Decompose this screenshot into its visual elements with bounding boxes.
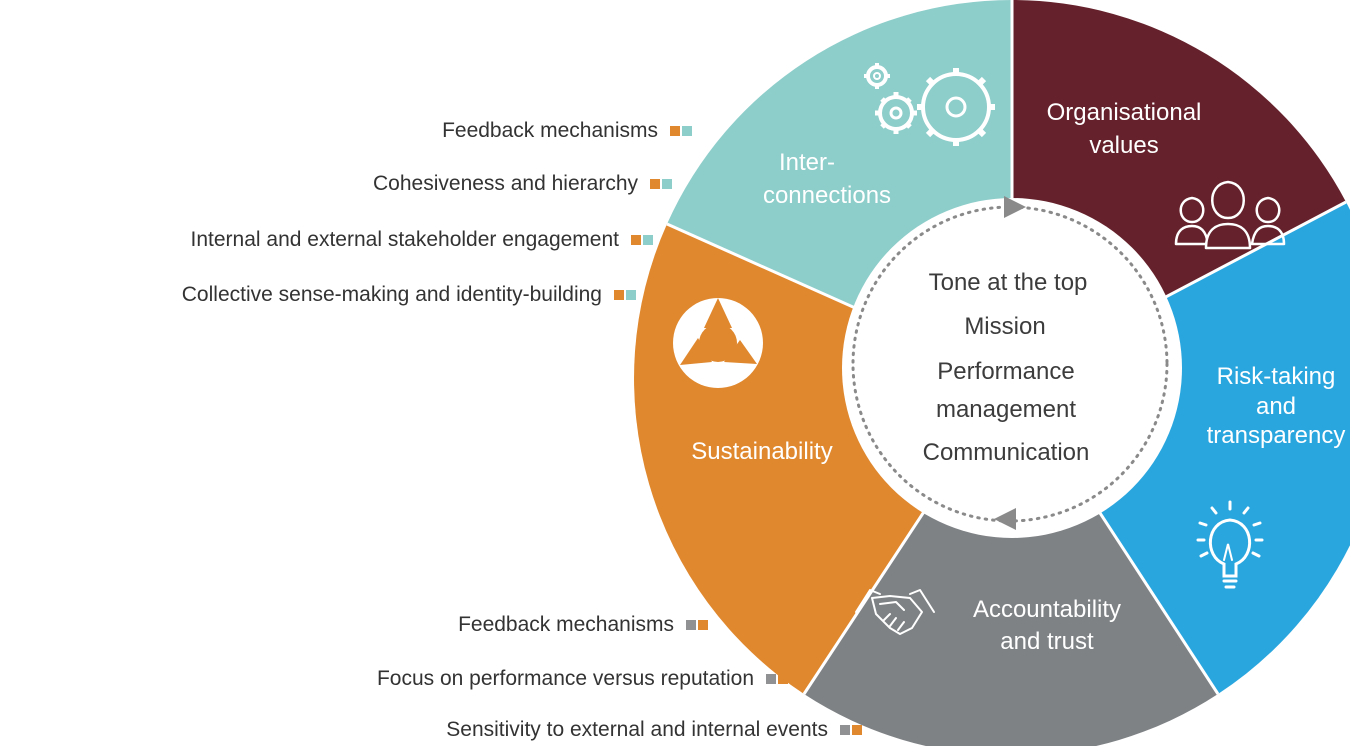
accountability-label-line2: and trust — [1000, 628, 1094, 655]
center-item-mission: Mission — [964, 313, 1045, 340]
gears-icon — [864, 63, 995, 146]
bottom-label-text: Feedback mechanisms — [458, 613, 674, 636]
orange-marker — [778, 673, 788, 684]
orange-marker — [650, 178, 660, 189]
segment-risk-taking — [1012, 202, 1350, 694]
orange-marker — [631, 234, 641, 245]
top-label-cohesiveness: Cohesiveness and hierarchy — [373, 173, 674, 194]
grey-marker — [686, 619, 696, 630]
orange-marker — [852, 724, 862, 735]
bottom-label-focus-performance: Focus on performance versus reputation — [377, 668, 790, 689]
organisational-values-label-line1: Organisational — [1047, 99, 1202, 126]
risk-taking-label-line2: and — [1256, 393, 1296, 420]
teal-marker — [662, 178, 672, 189]
top-label-sense-making: Collective sense-making and identity-bui… — [182, 284, 638, 305]
orange-marker — [698, 619, 708, 630]
people-icon — [1174, 180, 1286, 250]
grey-marker — [766, 673, 776, 684]
center-item-performance: Performance — [937, 358, 1074, 385]
top-label-stakeholder-engagement: Internal and external stakeholder engage… — [191, 229, 655, 250]
risk-taking-label-line1: Risk-taking — [1217, 363, 1336, 390]
bottom-label-feedback-mechanisms: Feedback mechanisms — [458, 614, 710, 635]
grey-marker — [840, 724, 850, 735]
accountability-label-line1: Accountability — [973, 596, 1121, 623]
bottom-label-sensitivity: Sensitivity to external and internal eve… — [446, 719, 864, 740]
top-label-text: Cohesiveness and hierarchy — [373, 172, 638, 195]
cycle-arrows-icon — [673, 298, 763, 388]
bottom-label-text: Focus on performance versus reputation — [376, 667, 754, 690]
cycle-arrow-bottom-icon — [994, 508, 1016, 530]
teal-marker — [682, 125, 692, 136]
handshake-icon — [855, 589, 935, 635]
top-label-feedback-mechanisms: Feedback mechanisms — [442, 120, 694, 141]
center-item-management: management — [936, 396, 1076, 423]
top-label-text: Feedback mechanisms — [442, 119, 658, 142]
center-circle — [842, 198, 1182, 538]
teal-marker — [626, 289, 636, 300]
orange-marker — [614, 289, 624, 300]
cycle-arrow-top-icon — [1004, 196, 1026, 218]
center-item-communication: Communication — [923, 439, 1090, 466]
center-item-tone: Tone at the top — [929, 269, 1088, 296]
orange-marker — [670, 125, 680, 136]
top-label-text: Collective sense-making and identity-bui… — [181, 283, 602, 306]
risk-taking-label-line3: transparency — [1207, 422, 1346, 449]
interconnections-label-line1: Inter- — [779, 149, 835, 176]
interconnections-label-line2: connections — [763, 182, 891, 209]
organisational-values-label-line2: values — [1089, 132, 1158, 159]
teal-marker — [643, 234, 653, 245]
bottom-label-text: Sensitivity to external and internal eve… — [446, 718, 828, 741]
lightbulb-icon — [1196, 500, 1264, 589]
sustainability-label: Sustainability — [691, 438, 832, 465]
segment-accountability — [804, 378, 1218, 746]
top-label-text: Internal and external stakeholder engage… — [190, 228, 619, 251]
